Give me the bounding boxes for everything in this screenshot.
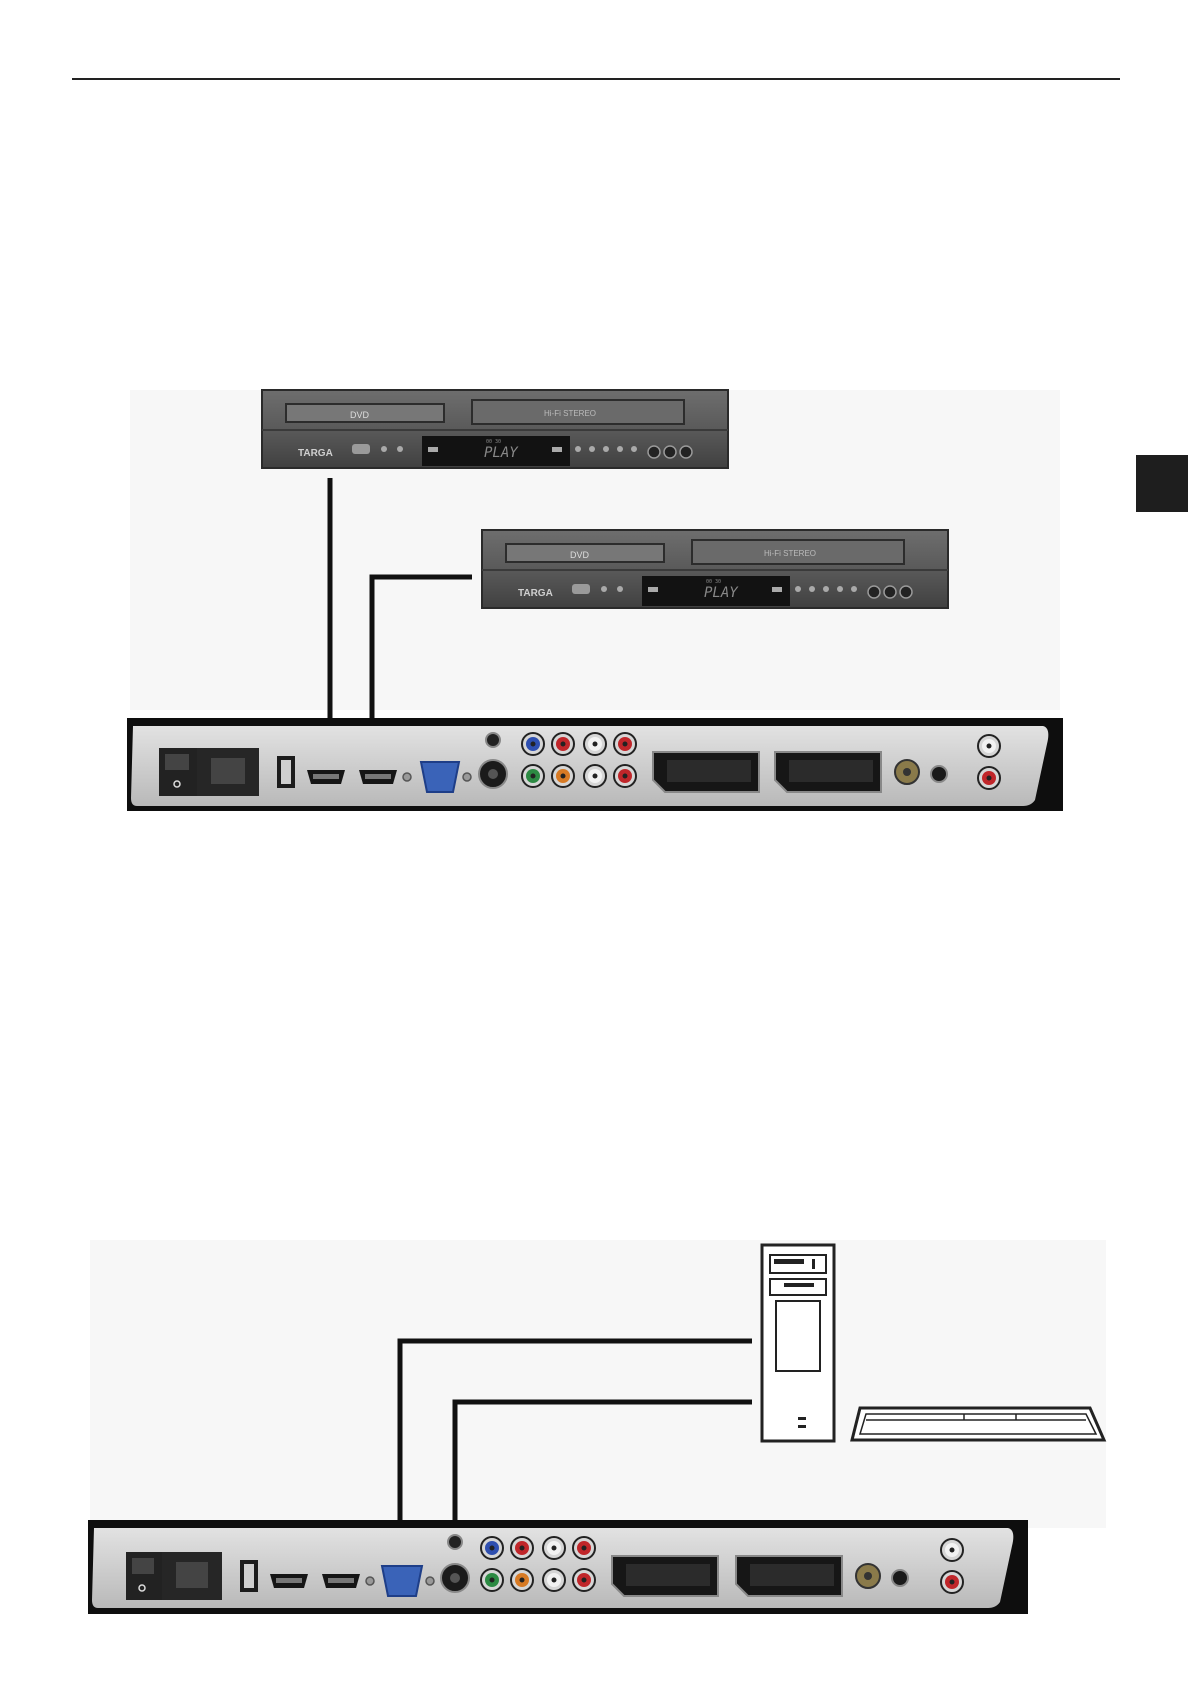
display-status: PLAY: [484, 445, 519, 461]
antenna-port-icon: [856, 1564, 880, 1588]
tape-label: Hi-Fi STEREO: [764, 549, 816, 558]
power-switch-icon: [159, 748, 259, 796]
tv-rear-panel-2: [88, 1520, 1028, 1614]
hdmi-port-icon: [359, 770, 397, 784]
headphone-jack-icon: [892, 1570, 908, 1586]
hdmi-port-icon: [322, 1574, 360, 1588]
disc-label: DVD: [350, 410, 370, 420]
keyboard: [852, 1408, 1104, 1440]
headphone-jack-icon: [486, 733, 500, 747]
headphone-jack-icon: [448, 1535, 462, 1549]
vga-port-icon: [366, 1566, 434, 1596]
scart-port-icon: [653, 752, 759, 792]
pc-tower: [762, 1245, 834, 1441]
dvd-recorder-1: DVD Hi-Fi STEREO TARGA 00 30 PLAY: [262, 390, 728, 468]
scart-port-icon: [775, 752, 881, 792]
rca-jack-icon: [941, 1539, 963, 1593]
power-switch-icon: [126, 1552, 222, 1600]
usb-port-icon: [277, 756, 295, 788]
dvd-recorder-2: DVD Hi-Fi STEREO TARGA 00 30 PLAY: [482, 530, 948, 608]
usb-port-icon: [240, 1560, 258, 1592]
svideo-port-icon: [479, 760, 507, 788]
antenna-port-icon: [895, 760, 919, 784]
brand-logo: TARGA: [298, 448, 333, 459]
svideo-port-icon: [441, 1564, 469, 1592]
power-button: [352, 444, 370, 454]
scart-port-icon: [736, 1556, 842, 1596]
figure-dvd-connection: DVD Hi-Fi STEREO TARGA 00 30 PLAY DVD Hi…: [0, 0, 1188, 860]
audio-cable: [455, 1402, 752, 1538]
display-status: PLAY: [704, 585, 739, 601]
power-button: [572, 584, 590, 594]
hdmi-port-icon: [307, 770, 345, 784]
disc-label: DVD: [570, 550, 590, 560]
rca-jack-icon: [481, 1537, 595, 1591]
tape-label: Hi-Fi STEREO: [544, 409, 596, 418]
hdmi-port-icon: [270, 1574, 308, 1588]
tv-rear-panel-1: [127, 718, 1063, 811]
headphone-jack-icon: [931, 766, 947, 782]
scart-port-icon: [612, 1556, 718, 1596]
vga-cable: [400, 1341, 752, 1568]
brand-logo: TARGA: [518, 588, 553, 599]
